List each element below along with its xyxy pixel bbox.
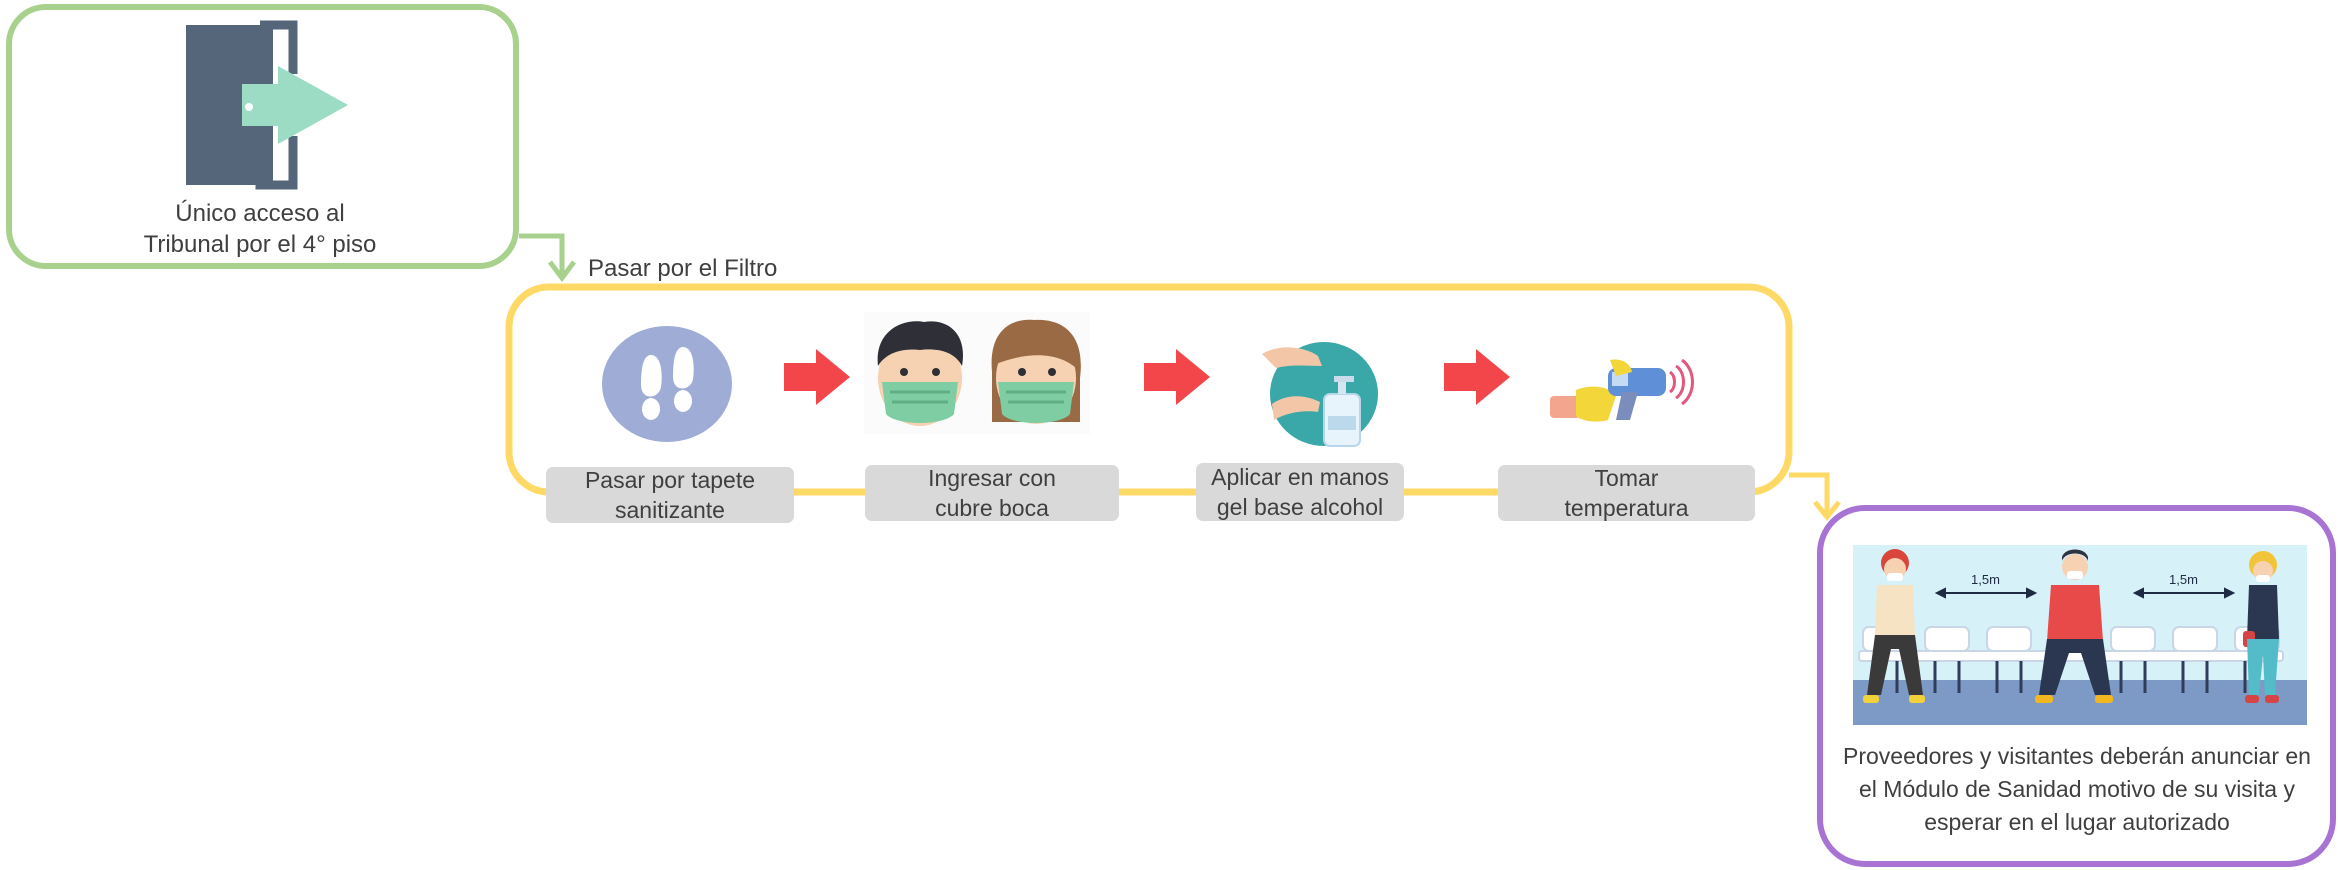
door-exit-icon — [186, 20, 348, 190]
distance-label-right: 1,5m — [2169, 572, 2198, 587]
step-label-1: Pasar por tapete sanitizante — [546, 467, 794, 523]
red-arrow-1-icon — [784, 349, 850, 405]
face-mask-icon — [864, 312, 1090, 434]
thermometer-gun-icon — [1550, 358, 1694, 422]
footprints-icon — [602, 326, 732, 442]
visitors-instructions: Proveedores y visitantes deberán anuncia… — [1843, 743, 2311, 835]
red-arrow-3-icon — [1444, 349, 1510, 405]
step-label-3: Aplicar en manos gel base alcohol — [1196, 463, 1404, 521]
filter-title: Pasar por el Filtro — [588, 255, 778, 282]
step-label-4: Tomar temperatura — [1498, 465, 1755, 521]
waiting-box — [1817, 505, 2336, 867]
step-label-2: Ingresar con cubre boca — [865, 465, 1119, 521]
access-label: Único acceso al Tribunal por el 4° piso — [143, 200, 377, 258]
distance-label-left: 1,5m — [1971, 572, 2000, 587]
waiting-illustration — [1853, 545, 2307, 725]
access-box — [6, 4, 519, 269]
red-arrow-2-icon — [1144, 349, 1210, 405]
hand-sanitizer-icon — [1262, 342, 1378, 447]
